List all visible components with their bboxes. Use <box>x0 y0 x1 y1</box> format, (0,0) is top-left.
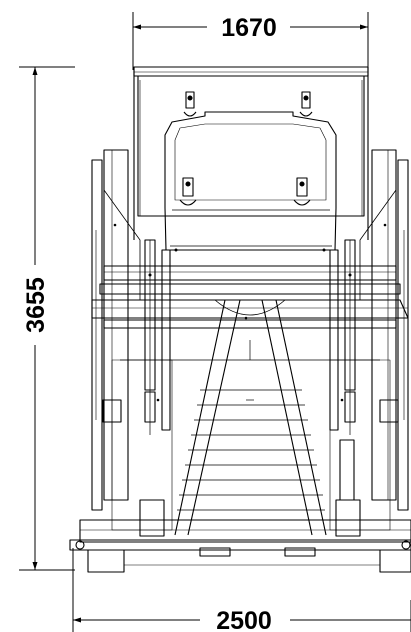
dimension-label-top: 1670 <box>221 14 277 42</box>
inner-body <box>164 111 337 251</box>
dimension-bottom <box>72 548 411 632</box>
conveyor-slats <box>120 340 380 511</box>
dimension-top <box>132 12 369 70</box>
lifting-hooks <box>179 91 313 206</box>
hopper <box>133 66 369 240</box>
machine-front-view <box>69 66 411 573</box>
horizontal-beams <box>91 265 409 329</box>
hydraulic-rods <box>144 239 356 501</box>
side-frames <box>91 149 409 511</box>
a-frame <box>174 299 327 536</box>
dimension-label-left: 3655 <box>22 277 50 333</box>
dimension-label-bottom: 2500 <box>216 607 272 632</box>
dimension-left <box>19 66 75 571</box>
detail-dots <box>113 223 387 402</box>
base-frame <box>69 519 411 573</box>
